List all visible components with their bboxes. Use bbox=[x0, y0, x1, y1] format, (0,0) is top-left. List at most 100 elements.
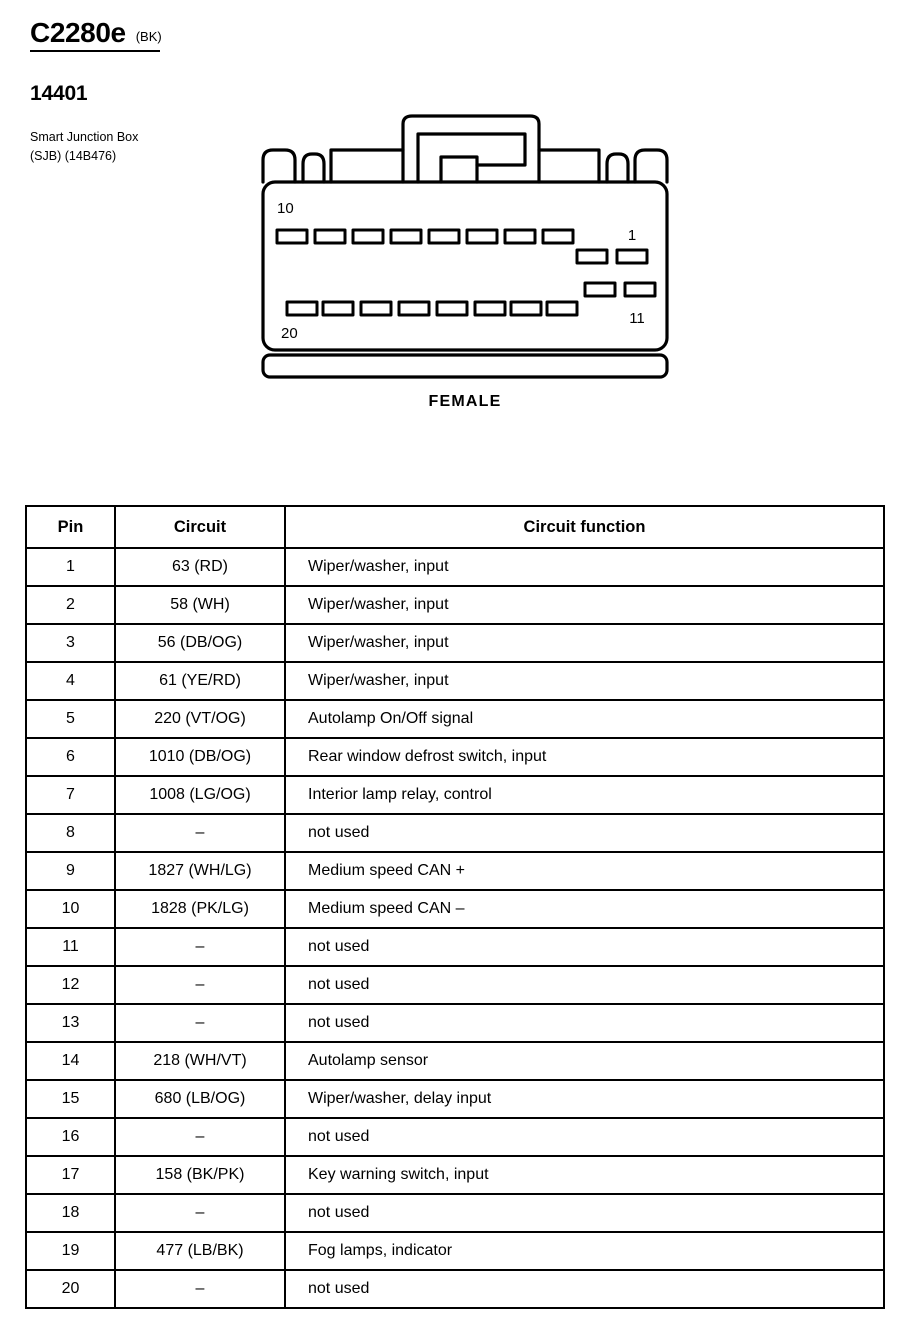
connector-color-code: (BK) bbox=[135, 29, 162, 44]
pin-label-bottom-right: 11 bbox=[629, 310, 645, 327]
cell-pin: 19 bbox=[25, 1231, 116, 1271]
cell-circuit: – bbox=[114, 1003, 286, 1043]
part-number: 14401 bbox=[30, 82, 88, 106]
cell-circuit: 1827 (WH/LG) bbox=[114, 851, 286, 891]
cell-function: Medium speed CAN – bbox=[284, 889, 885, 929]
cell-function: Autolamp sensor bbox=[284, 1041, 885, 1081]
table-header-row: Pin Circuit Circuit function bbox=[25, 505, 885, 549]
cell-circuit: 63 (RD) bbox=[114, 547, 286, 587]
component-caption: Smart Junction Box (SJB) (14B476) bbox=[30, 128, 430, 164]
component-name-line2: (SJB) (14B476) bbox=[30, 148, 117, 163]
cell-pin: 7 bbox=[25, 775, 116, 815]
cell-circuit: – bbox=[114, 965, 286, 1005]
cell-function: not used bbox=[284, 927, 885, 967]
cell-pin: 17 bbox=[25, 1155, 116, 1195]
column-header-pin: Pin bbox=[25, 505, 116, 549]
cell-function: Medium speed CAN + bbox=[284, 851, 885, 891]
table-row: 13–not used bbox=[25, 1003, 885, 1043]
cell-pin: 13 bbox=[25, 1003, 116, 1043]
pin-label-bottom-left: 20 bbox=[281, 325, 298, 342]
cell-circuit: 680 (LB/OG) bbox=[114, 1079, 286, 1119]
cell-function: Wiper/washer, input bbox=[284, 547, 885, 587]
cell-function: Wiper/washer, input bbox=[284, 623, 885, 663]
connector-pin-cavities-bottom bbox=[285, 281, 657, 317]
column-header-circuit: Circuit bbox=[114, 505, 286, 549]
cell-circuit: 218 (WH/VT) bbox=[114, 1041, 286, 1081]
cell-circuit: – bbox=[114, 1193, 286, 1233]
table-row: 11–not used bbox=[25, 927, 885, 967]
table-row: 20–not used bbox=[25, 1269, 885, 1309]
cell-circuit: 61 (YE/RD) bbox=[114, 661, 286, 701]
cell-function: Wiper/washer, input bbox=[284, 661, 885, 701]
cell-function: Fog lamps, indicator bbox=[284, 1231, 885, 1271]
connector-diagram: 10 1 20 11 bbox=[255, 110, 675, 385]
cell-circuit: – bbox=[114, 927, 286, 967]
cell-circuit: – bbox=[114, 1269, 286, 1309]
connector-shoulder-left bbox=[261, 148, 405, 184]
connector-latch bbox=[401, 114, 541, 184]
cell-function: Interior lamp relay, control bbox=[284, 775, 885, 815]
cell-pin: 12 bbox=[25, 965, 116, 1005]
cell-pin: 9 bbox=[25, 851, 116, 891]
cell-circuit: 58 (WH) bbox=[114, 585, 286, 625]
cell-function: Rear window defrost switch, input bbox=[284, 737, 885, 777]
connector-body bbox=[261, 180, 669, 352]
table-row: 8–not used bbox=[25, 813, 885, 853]
cell-circuit: 1010 (DB/OG) bbox=[114, 737, 286, 777]
cell-pin: 5 bbox=[25, 699, 116, 739]
table-row: 18–not used bbox=[25, 1193, 885, 1233]
cell-function: not used bbox=[284, 965, 885, 1005]
cell-function: Autolamp On/Off signal bbox=[284, 699, 885, 739]
cell-pin: 10 bbox=[25, 889, 116, 929]
table-row: 16–not used bbox=[25, 1117, 885, 1157]
cell-pin: 1 bbox=[25, 547, 116, 587]
cell-pin: 14 bbox=[25, 1041, 116, 1081]
connector-base-flange bbox=[261, 353, 669, 379]
cell-pin: 2 bbox=[25, 585, 116, 625]
connector-id-underline bbox=[30, 50, 160, 53]
pin-label-top-right: 1 bbox=[628, 227, 636, 244]
connector-id-row: C2280e (BK) bbox=[30, 17, 430, 48]
component-name-line1: Smart Junction Box bbox=[30, 130, 139, 145]
cell-circuit: 220 (VT/OG) bbox=[114, 699, 286, 739]
cell-circuit: 56 (DB/OG) bbox=[114, 623, 286, 663]
cell-function: not used bbox=[284, 1117, 885, 1157]
cell-function: Wiper/washer, delay input bbox=[284, 1079, 885, 1119]
cell-function: Key warning switch, input bbox=[284, 1155, 885, 1195]
cell-function: not used bbox=[284, 1193, 885, 1233]
cell-circuit: 158 (BK/PK) bbox=[114, 1155, 286, 1195]
table-row: 12–not used bbox=[25, 965, 885, 1005]
cell-pin: 8 bbox=[25, 813, 116, 853]
connector-pin-cavities-top bbox=[275, 228, 649, 265]
pin-label-top-left: 10 bbox=[277, 200, 294, 217]
cell-pin: 11 bbox=[25, 927, 116, 967]
cell-function: not used bbox=[284, 1269, 885, 1309]
cell-function: not used bbox=[284, 813, 885, 853]
connector-header: C2280e (BK) 14401 Smart Junction Box (SJ… bbox=[30, 18, 430, 165]
cell-circuit: 477 (LB/BK) bbox=[114, 1231, 286, 1271]
connector-view-label: FEMALE bbox=[428, 393, 502, 410]
cell-circuit: 1008 (LG/OG) bbox=[114, 775, 286, 815]
cell-circuit: 1828 (PK/LG) bbox=[114, 889, 286, 929]
cell-pin: 18 bbox=[25, 1193, 116, 1233]
connector-id: C2280e bbox=[30, 17, 126, 48]
cell-pin: 6 bbox=[25, 737, 116, 777]
cell-circuit: – bbox=[114, 813, 286, 853]
cell-pin: 20 bbox=[25, 1269, 116, 1309]
cell-pin: 15 bbox=[25, 1079, 116, 1119]
cell-pin: 4 bbox=[25, 661, 116, 701]
